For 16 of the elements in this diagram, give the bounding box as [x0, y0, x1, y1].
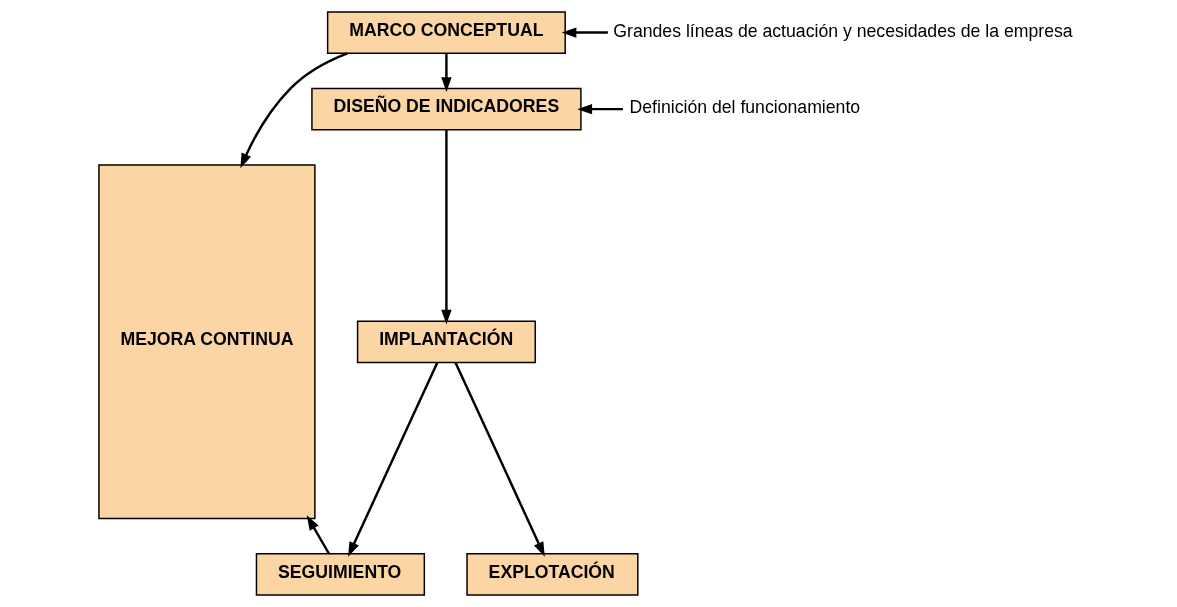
arrow	[240, 52, 348, 169]
arrow	[561, 27, 608, 38]
arrow	[441, 53, 452, 93]
node-box: EXPLOTACIÓN	[466, 553, 639, 596]
node-box: IMPLANTACIÓN	[356, 320, 536, 364]
arrow	[454, 361, 545, 557]
node-text: Definición del funcionamiento	[629, 97, 861, 118]
node-box: SEGUIMIENTO	[255, 553, 426, 596]
node-text: Grandes líneas de actuación y necesidades de la empresa	[613, 20, 1073, 41]
arrow	[348, 361, 439, 557]
arrow	[577, 104, 623, 115]
node-box: MARCO CONCEPTUAL	[326, 11, 566, 54]
node-box: DISEÑO DE INDICADORES	[311, 87, 582, 131]
arrow	[306, 515, 331, 555]
node-box: MEJORA CONTINUA	[98, 164, 316, 520]
arrow	[441, 129, 452, 325]
